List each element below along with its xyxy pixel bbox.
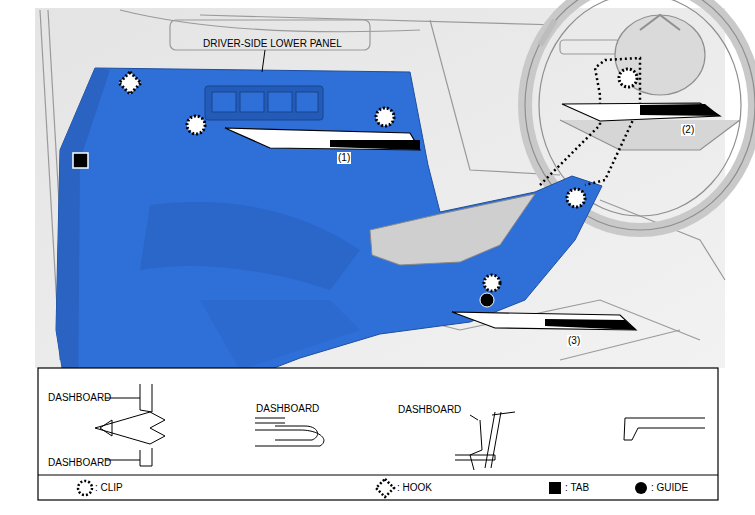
switch-panel	[205, 86, 323, 120]
dashboard-label: DASHBOARD	[256, 403, 319, 415]
clip-symbol	[187, 69, 637, 291]
panel-recess	[370, 194, 535, 265]
removal-tool	[452, 312, 636, 330]
removal-tool	[562, 103, 720, 121]
legend-divider	[38, 475, 718, 476]
dashboard-label: DASHBOARD	[48, 457, 111, 469]
guide-symbol	[480, 293, 494, 307]
guide-detail	[624, 418, 705, 440]
callout-number: (1)	[337, 152, 351, 164]
panel-contour	[140, 202, 360, 290]
legend-text: : CLIP	[95, 482, 123, 494]
legend-text: : HOOK	[397, 482, 432, 494]
dashboard-label: DASHBOARD	[48, 392, 111, 404]
tab-symbol	[73, 153, 88, 168]
hook-detail	[255, 418, 324, 446]
removal-tool	[225, 128, 420, 150]
callout-number: (3)	[567, 335, 581, 347]
legend-hook-symbol	[376, 479, 394, 497]
legend-tab-symbol	[549, 482, 561, 494]
legend-text: : TAB	[565, 482, 589, 494]
legend-text: : GUIDE	[651, 482, 688, 494]
panel-contour	[200, 300, 360, 370]
legend-frame	[38, 368, 718, 500]
panel-edge-shade	[56, 68, 110, 418]
leader-line	[262, 50, 265, 72]
lower-panel	[56, 68, 602, 418]
hidden-clip-outline	[540, 58, 640, 185]
tab-detail	[455, 412, 515, 470]
part-name: DRIVER-SIDE LOWER PANEL	[203, 38, 342, 50]
callout-number: (2)	[681, 124, 695, 136]
legend-clip-symbol	[78, 481, 92, 495]
hook-symbol	[119, 72, 141, 94]
legend-guide-symbol	[635, 482, 647, 494]
dashboard-label: DASHBOARD	[398, 404, 461, 416]
